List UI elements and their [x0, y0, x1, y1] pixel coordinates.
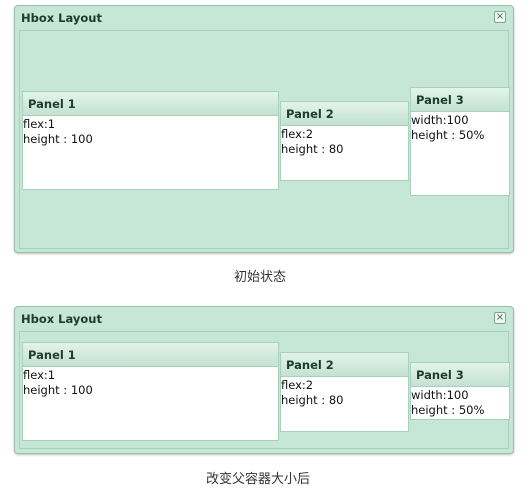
- caption-resized: 改变父容器大小后: [206, 472, 311, 487]
- panel-text-line: flex:1: [23, 368, 56, 382]
- panel-header: Panel 2: [281, 353, 408, 377]
- panel-text-line: height : 50%: [411, 403, 485, 417]
- panel-1: Panel 1 flex:1 height : 100: [22, 91, 279, 190]
- panel-content: width:100 height : 50%: [411, 113, 484, 143]
- window-titlebar: Hbox Layout ×: [15, 6, 513, 30]
- panel-content: flex:2 height : 80: [281, 378, 343, 408]
- panel-2: Panel 2 flex:2 height : 80: [280, 101, 409, 181]
- panel-header: Panel 3: [411, 88, 509, 112]
- window-title: Hbox Layout: [21, 312, 102, 326]
- panel-content: flex:2 height : 80: [281, 127, 343, 157]
- caption-initial: 初始状态: [234, 270, 287, 285]
- panel-text-line: height : 50%: [411, 128, 485, 142]
- panel-2: Panel 2 flex:2 height : 80: [280, 352, 409, 432]
- panel-text-line: height : 80: [281, 142, 344, 156]
- hbox-window-resized: Hbox Layout × Panel 1 flex:1 height : 10…: [14, 306, 514, 454]
- panel-text-line: flex:2: [281, 378, 314, 392]
- panel-3: Panel 3 width:100 height : 50%: [410, 362, 510, 420]
- panel-text-line: width:100: [411, 113, 469, 127]
- panel-title: Panel 2: [286, 107, 334, 121]
- window-titlebar: Hbox Layout ×: [15, 307, 513, 331]
- panel-text-line: flex:1: [23, 117, 56, 131]
- panel-text-line: width:100: [411, 388, 469, 402]
- panel-title: Panel 3: [416, 368, 464, 382]
- hbox-body: Panel 1 flex:1 height : 100 Panel 2 flex…: [19, 331, 510, 449]
- window-title: Hbox Layout: [21, 11, 102, 25]
- panel-title: Panel 3: [416, 93, 464, 107]
- panel-text-line: height : 100: [23, 383, 93, 397]
- panel-text-line: flex:2: [281, 127, 314, 141]
- hbox-body: Panel 1 flex:1 height : 100 Panel 2 flex…: [19, 30, 510, 249]
- panel-title: Panel 1: [28, 348, 76, 362]
- panel-header: Panel 2: [281, 102, 408, 126]
- panel-content: width:100 height : 50%: [411, 388, 484, 418]
- panel-1: Panel 1 flex:1 height : 100: [22, 342, 279, 441]
- panel-text-line: height : 80: [281, 393, 344, 407]
- hbox-window-initial: Hbox Layout × Panel 1 flex:1 height : 10…: [14, 5, 514, 253]
- panel-header: Panel 1: [23, 343, 278, 367]
- panel-content: flex:1 height : 100: [23, 117, 93, 147]
- panel-content: flex:1 height : 100: [23, 368, 93, 398]
- close-icon[interactable]: ×: [494, 312, 506, 324]
- panel-title: Panel 1: [28, 97, 76, 111]
- panel-header: Panel 3: [411, 363, 509, 387]
- panel-title: Panel 2: [286, 358, 334, 372]
- panel-3: Panel 3 width:100 height : 50%: [410, 87, 510, 196]
- panel-header: Panel 1: [23, 92, 278, 116]
- panel-text-line: height : 100: [23, 132, 93, 146]
- close-icon[interactable]: ×: [494, 11, 506, 23]
